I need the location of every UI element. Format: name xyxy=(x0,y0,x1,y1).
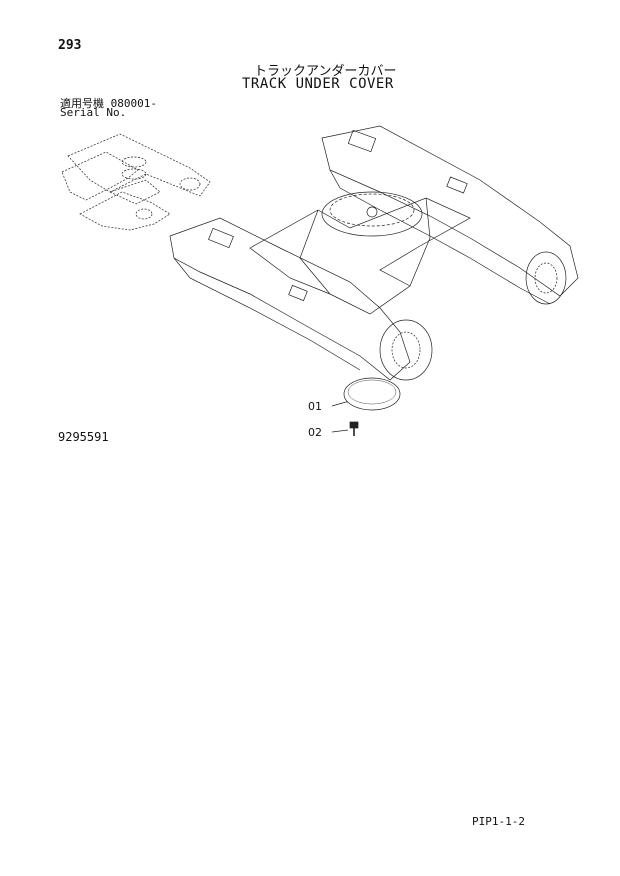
track-under-cover-part xyxy=(331,377,401,411)
page-number: 293 xyxy=(58,38,82,53)
footer-page-code: PIP1-1-2 xyxy=(472,815,525,828)
title-japanese: トラックアンダーカバー xyxy=(254,64,397,79)
track-frame xyxy=(169,125,579,381)
callout-01: 01 xyxy=(308,400,322,413)
serial-line: 適用号機 080001- xyxy=(60,95,157,111)
inset-view xyxy=(61,133,211,231)
serial-label-jp: 適用号機 xyxy=(60,97,104,110)
serial-value: 080001- xyxy=(110,97,157,110)
track-frame-drawing: 01 02 xyxy=(61,125,579,439)
callout-02: 02 xyxy=(308,426,322,439)
title-english: TRACK UNDER COVER xyxy=(242,76,394,92)
drawing-number: 9295591 xyxy=(58,430,109,444)
bolt-part xyxy=(331,421,359,436)
serial-label-en: Serial No. xyxy=(60,106,127,119)
